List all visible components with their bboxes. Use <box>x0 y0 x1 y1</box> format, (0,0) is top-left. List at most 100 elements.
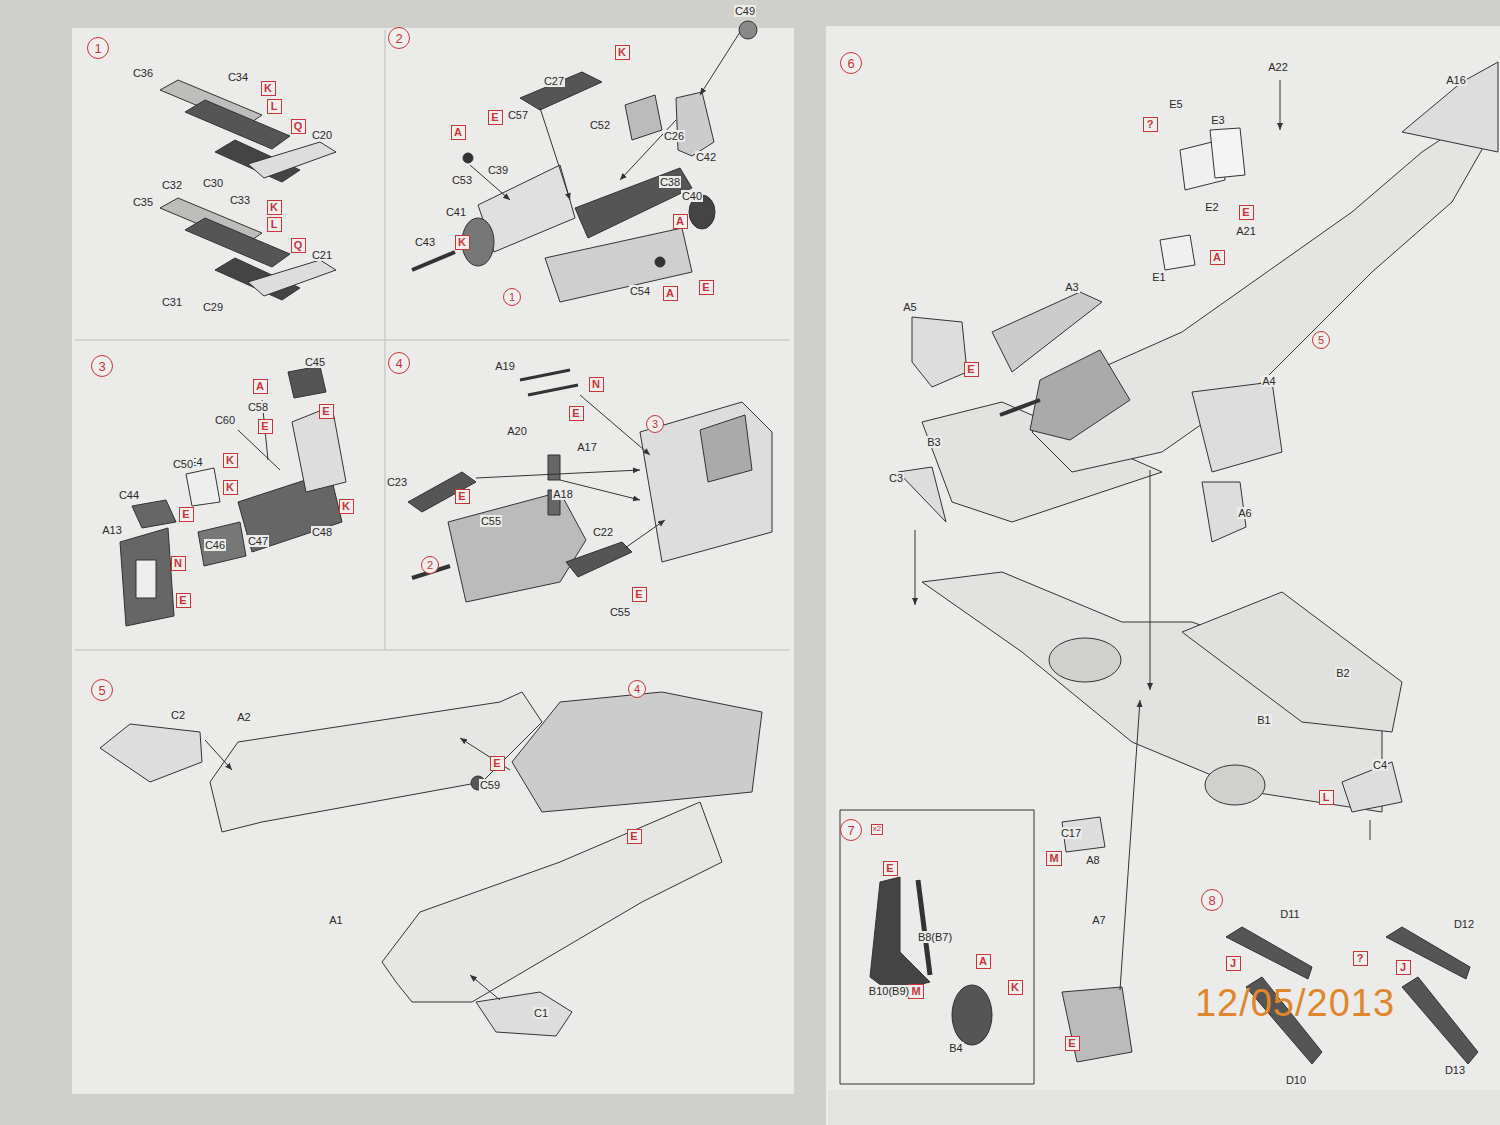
color-code-box: A <box>673 214 688 229</box>
part-number: D12 <box>1453 918 1475 930</box>
part-number: C21 <box>311 249 333 261</box>
part-number: E1 <box>1151 271 1166 283</box>
color-code: E <box>572 408 579 419</box>
color-code-box: Q <box>291 119 306 134</box>
part-number: A8 <box>1085 854 1100 866</box>
color-code: K <box>1011 982 1019 993</box>
step-number: 5 <box>1318 335 1324 346</box>
step2-engine <box>412 21 757 302</box>
part-number: C47 <box>247 535 269 547</box>
color-code: M <box>1049 853 1058 864</box>
step-number-circle: 6 <box>840 52 862 74</box>
part-number: C59 <box>479 779 501 791</box>
part-number: A22 <box>1267 61 1289 73</box>
color-code: L <box>271 219 278 230</box>
color-code-box: E <box>176 593 191 608</box>
part-number: A5 <box>902 301 917 313</box>
part-number: C41 <box>445 206 467 218</box>
color-code: E <box>493 758 500 769</box>
part-number: A2 <box>236 711 251 723</box>
part-number: C53 <box>451 174 473 186</box>
color-code-box: K <box>455 235 470 250</box>
color-code-box: K <box>267 200 282 215</box>
color-code-box: E <box>699 280 714 295</box>
color-code-box: E <box>488 110 503 125</box>
part-number: C27 <box>543 75 565 87</box>
color-code: A <box>666 288 674 299</box>
color-code-box: K <box>223 480 238 495</box>
color-code: A <box>676 216 684 227</box>
color-code: E <box>322 406 329 417</box>
part-number: C17 <box>1060 827 1082 839</box>
part-number: C43 <box>414 236 436 248</box>
part-number: C36 <box>132 67 154 79</box>
part-number: C50 <box>172 458 194 470</box>
color-code: ? <box>1357 953 1364 964</box>
step-number-circle: 8 <box>1201 889 1223 911</box>
color-code-box: N <box>589 377 604 392</box>
color-code-box: J <box>1396 960 1411 975</box>
color-code: N <box>174 558 182 569</box>
color-code-box: Q <box>291 238 306 253</box>
color-code-box: A <box>1210 250 1225 265</box>
color-code: K <box>270 202 278 213</box>
part-number: C2 <box>170 709 186 721</box>
step-number: 7 <box>847 824 854 837</box>
step-number: 1 <box>509 292 515 303</box>
part-number: B8(B7) <box>917 931 953 943</box>
color-code-box: K <box>1008 980 1023 995</box>
color-code: E <box>491 112 498 123</box>
step-number-circle: 1 <box>503 288 521 306</box>
color-code: M <box>911 986 920 997</box>
color-code-box: L <box>267 217 282 232</box>
color-code: L <box>1323 792 1330 803</box>
step-number-circle: 7 <box>840 819 862 841</box>
step3-cockpit <box>120 366 346 626</box>
part-number: A3 <box>1064 281 1079 293</box>
part-number: A19 <box>494 360 516 372</box>
color-code: E <box>179 595 186 606</box>
step-number: 2 <box>427 560 433 571</box>
color-code-box: A <box>663 286 678 301</box>
color-code: E <box>886 863 893 874</box>
part-number: B4 <box>948 1042 963 1054</box>
part-number: A16 <box>1445 74 1467 86</box>
color-code-box: E <box>1065 1036 1080 1051</box>
color-code-box: E <box>490 756 505 771</box>
color-code: E <box>702 282 709 293</box>
color-code: x2 <box>873 825 881 833</box>
step-number: 1 <box>94 42 101 55</box>
part-number: C32 <box>161 179 183 191</box>
part-number: D10 <box>1285 1074 1307 1086</box>
color-code-box: A <box>253 379 268 394</box>
part-number: D11 <box>1279 908 1300 920</box>
color-code-box: K <box>615 45 630 60</box>
color-code: E <box>630 831 637 842</box>
part-number: C40 <box>681 190 703 202</box>
color-code: ? <box>1147 119 1154 130</box>
part-number: C54 <box>629 285 651 297</box>
color-code-box: ? <box>1143 117 1158 132</box>
color-code: A <box>256 381 264 392</box>
part-number: C1 <box>533 1007 549 1019</box>
step-number: 2 <box>395 32 402 45</box>
part-number: C55 <box>480 515 502 527</box>
color-code-box: E <box>455 489 470 504</box>
part-number: C38 <box>659 176 681 188</box>
step-number: 4 <box>395 357 402 370</box>
part-number: B3 <box>926 436 941 448</box>
part-number: C4 <box>1372 759 1388 771</box>
part-number: C20 <box>311 129 333 141</box>
part-number: C45 <box>304 356 326 368</box>
color-code-box: E <box>627 829 642 844</box>
part-number: C22 <box>592 526 614 538</box>
step-number-circle: 4 <box>388 352 410 374</box>
part-number: C33 <box>229 194 251 206</box>
part-number: E2 <box>1204 201 1219 213</box>
color-code: K <box>618 47 626 58</box>
step4-engine-cockpit <box>408 370 772 602</box>
color-code: A <box>1213 252 1221 263</box>
step-number-circle: 3 <box>646 415 664 433</box>
part-number: B2 <box>1335 667 1350 679</box>
step7-landing-gear <box>840 810 1034 1084</box>
